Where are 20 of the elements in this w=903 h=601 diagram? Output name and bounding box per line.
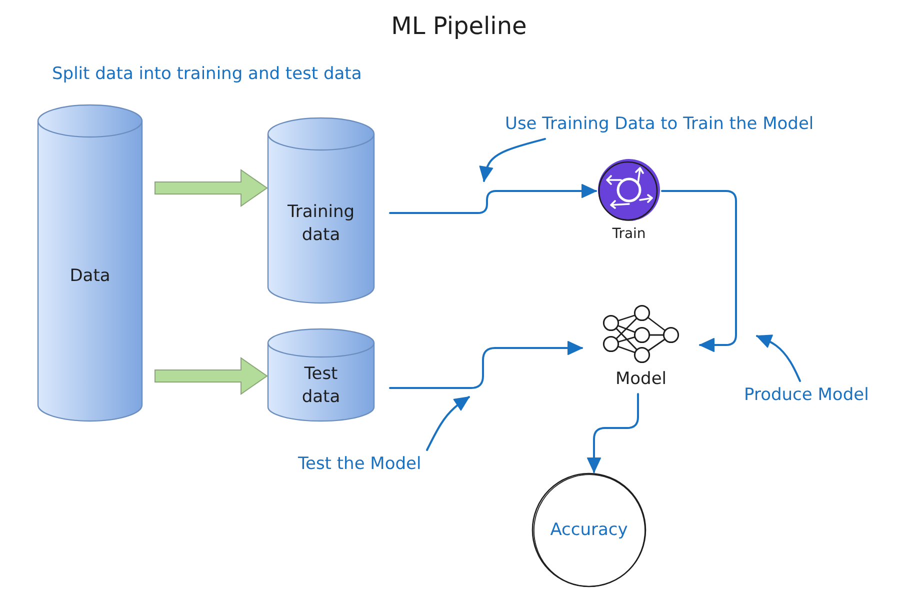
- connector-arrow: [661, 190, 737, 352]
- node-label: Model: [615, 368, 667, 390]
- annotation-text: Split data into training and test data: [52, 63, 362, 86]
- connector-arrow: [587, 393, 639, 473]
- annotation-text: Test the Model: [298, 453, 422, 476]
- annotation-text: Produce Model: [744, 384, 869, 407]
- leader-arrow: [426, 396, 470, 451]
- annotation-text: Use Training Data to Train the Model: [505, 113, 814, 136]
- leader-arrow: [479, 138, 546, 182]
- connector-arrow: [389, 341, 583, 389]
- node-label: Train: [612, 224, 646, 244]
- block-arrow: [154, 169, 268, 207]
- node-label: Training data: [286, 200, 356, 246]
- connector-arrow: [389, 184, 597, 214]
- leader-arrow: [756, 334, 801, 382]
- node-label: Accuracy: [550, 518, 628, 542]
- node-label: Test data: [300, 363, 342, 409]
- block-arrow: [154, 357, 268, 395]
- diagram-title: ML Pipeline: [391, 12, 527, 40]
- node-label: Data: [70, 264, 110, 288]
